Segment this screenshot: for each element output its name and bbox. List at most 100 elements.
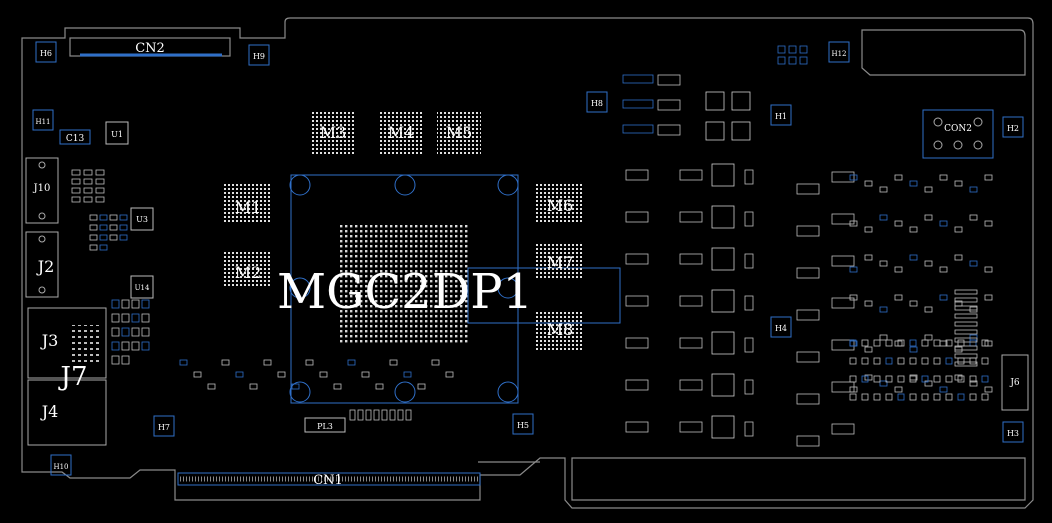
pcb-component [71, 169, 81, 176]
pcb-component [969, 306, 978, 313]
pcb-component [89, 234, 98, 241]
pcb-component [799, 56, 808, 65]
svg-text:U1: U1 [111, 130, 123, 139]
pcb-component [969, 375, 977, 383]
pcb-component [885, 339, 893, 347]
svg-text:H2: H2 [1007, 124, 1019, 133]
pcb-component [945, 357, 953, 365]
gpu-mount-hole [289, 277, 311, 299]
pcb-component [405, 409, 412, 421]
svg-text:H5: H5 [517, 421, 529, 430]
svg-text:U14: U14 [135, 284, 150, 292]
pcb-component [83, 169, 93, 176]
pcb-component [319, 371, 328, 378]
pcb-component [744, 421, 754, 437]
pcb-component [744, 337, 754, 353]
pcb-component [679, 169, 703, 181]
pcb-component [796, 435, 820, 447]
pcb-component [625, 379, 649, 391]
pcb-component [179, 359, 188, 366]
pcb-component [131, 313, 140, 323]
pcb-component [849, 174, 858, 181]
pcb-component [879, 334, 888, 341]
pcb-component [249, 383, 258, 390]
mount-hole-h11: H11 [32, 109, 54, 131]
pcb-component [873, 339, 881, 347]
gpu-mount-hole [394, 381, 416, 403]
pcb-component [111, 355, 120, 365]
pcb-component [705, 91, 725, 111]
pcb-component [879, 186, 888, 193]
pcb-component [131, 327, 140, 337]
pcb-component [864, 346, 873, 353]
pcb-component [924, 334, 933, 341]
pcb-component [744, 169, 754, 185]
memory-chip-m4: M4 [379, 110, 423, 155]
pcb-component [831, 423, 855, 435]
pcb-component [679, 211, 703, 223]
pcb-component [193, 371, 202, 378]
pcb-component [969, 380, 978, 387]
m4-label: M4 [388, 123, 415, 142]
pcb-component [849, 393, 857, 401]
pcb-component [111, 313, 120, 323]
pcb-component [221, 359, 230, 366]
pcb-component [111, 341, 120, 351]
pcb-component [111, 327, 120, 337]
connector-con2: CON2 [922, 109, 994, 159]
pcb-component [939, 386, 948, 393]
pcb-component [921, 339, 929, 347]
gpu-mount-hole [394, 174, 416, 196]
pcb-component [119, 224, 128, 231]
pcb-component [849, 386, 858, 393]
pcb-component [849, 266, 858, 273]
pcb-component [879, 380, 888, 387]
pcb-component [954, 374, 963, 381]
pcb-component [389, 359, 398, 366]
pcb-component [83, 196, 93, 203]
svg-text:CON2: CON2 [944, 124, 972, 134]
pcb-component [445, 371, 454, 378]
svg-text:H10: H10 [53, 463, 68, 471]
pcb-component [969, 393, 977, 401]
mount-hole-h6: H6 [35, 41, 57, 63]
pcb-component [954, 353, 978, 359]
pcb-component [679, 421, 703, 433]
pcb-component [879, 214, 888, 221]
mount-hole-h1: H1 [770, 104, 792, 126]
pcb-component [95, 169, 105, 176]
gpu-mount-hole [497, 277, 519, 299]
pcb-component [984, 174, 993, 181]
pcb-component [945, 375, 953, 383]
pcb-component [909, 375, 917, 383]
pcb-component [969, 339, 977, 347]
pcb-component [861, 375, 869, 383]
pcb-component [744, 295, 754, 311]
pcb-component [657, 99, 681, 111]
memory-chip-m8: M8 [536, 312, 584, 350]
pcb-component [984, 340, 993, 347]
pcb-component [894, 340, 903, 347]
pcb-component [679, 295, 703, 307]
pcb-component [95, 178, 105, 185]
pcb-component [121, 341, 130, 351]
pcb-component [711, 415, 735, 439]
pcb-component [796, 183, 820, 195]
pcb-component [981, 357, 989, 365]
svg-text:H7: H7 [158, 423, 170, 432]
pcb-component [909, 339, 917, 347]
pcb-component [849, 357, 857, 365]
pcb-component [954, 346, 963, 353]
pcb-component [622, 124, 654, 134]
pcb-component [95, 187, 105, 194]
pcb-component [909, 346, 918, 353]
pcb-component [954, 297, 978, 303]
gpu-bga-array [340, 225, 470, 345]
pcb-component [933, 357, 941, 365]
pcb-component [305, 359, 314, 366]
pcb-component [957, 357, 965, 365]
svg-text:H12: H12 [831, 50, 846, 58]
svg-text:H3: H3 [1007, 429, 1019, 438]
pcb-component [777, 56, 786, 65]
gpu-mount-hole [289, 381, 311, 403]
